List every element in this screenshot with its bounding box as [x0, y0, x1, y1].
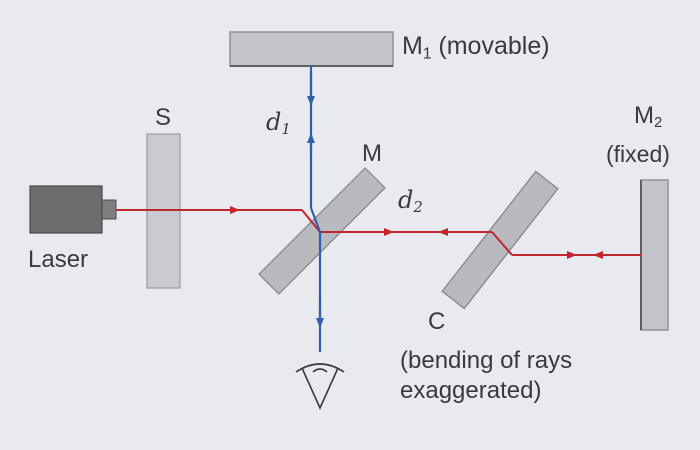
eye-icon — [295, 363, 345, 410]
mirror-m1 — [229, 31, 394, 67]
label-m1-name: M — [402, 32, 423, 60]
label-c: C — [428, 308, 446, 335]
label-d2: d2 — [398, 186, 423, 217]
label-m: M — [362, 140, 382, 167]
label-s: S — [155, 104, 172, 131]
label-bending-line1: (bending of rays — [400, 347, 573, 374]
mirror-m2 — [640, 179, 669, 331]
label-m1-sub: 1 — [422, 45, 432, 63]
label-m1: M1 (movable) — [402, 34, 550, 62]
label-bending-line2: exaggerated) — [400, 377, 542, 404]
label-laser: Laser — [28, 246, 89, 273]
beam-bend-blue — [309, 207, 322, 233]
label-m1-note: (movable) — [438, 32, 550, 60]
label-m2-note: (fixed) — [606, 141, 670, 167]
label-d1: d1 — [266, 108, 291, 139]
label-bending-note: (bending of rays exaggerated) — [400, 346, 572, 406]
label-m2: M2 — [634, 102, 663, 132]
beam-bend-in-compensator — [491, 231, 513, 256]
laser-nozzle — [101, 199, 117, 220]
laser-body — [29, 185, 103, 234]
beam-bend-in-splitter — [301, 209, 321, 233]
